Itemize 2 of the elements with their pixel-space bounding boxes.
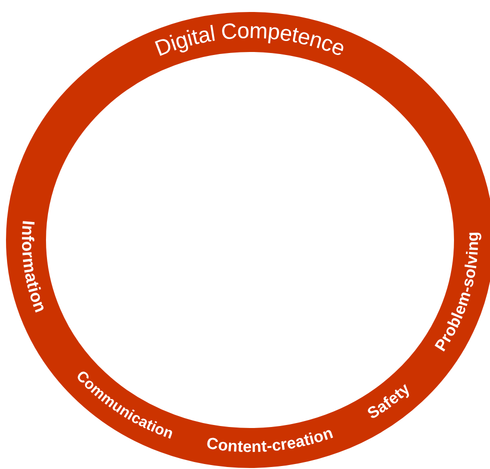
ring-heading: Digital Competence — [151, 18, 349, 61]
ring-label: Content-creation — [205, 425, 336, 456]
